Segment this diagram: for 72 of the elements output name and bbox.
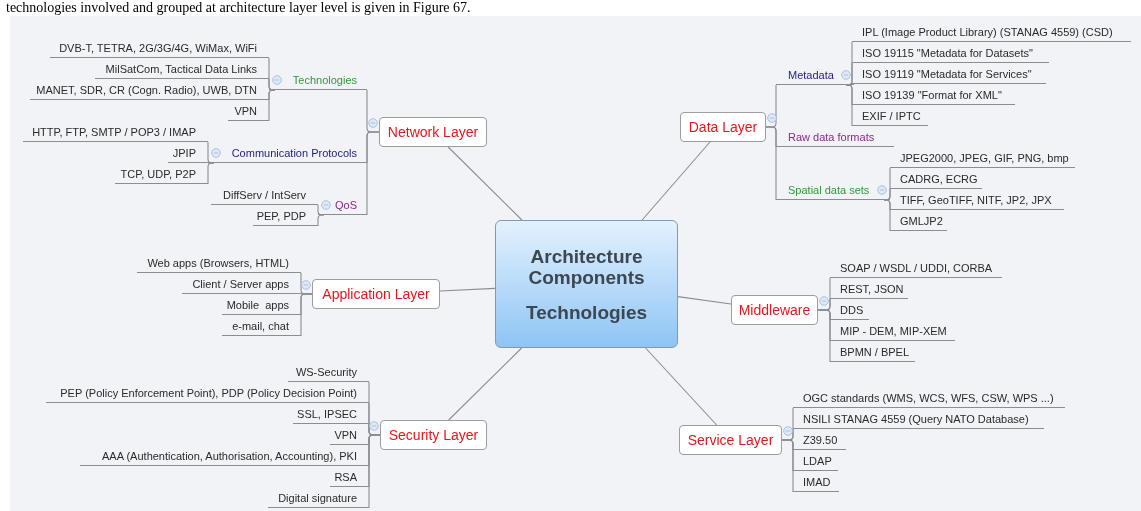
leaf-topic-text: WS-Security [288,362,369,382]
subtopic-label: Metadata [788,67,834,82]
leaf-topic-text: PEP, PDP [252,206,318,226]
leaf-topic-text: MIP - DEM, MIP-XEM [830,321,955,341]
leaf-topic-text: RSA [330,467,369,487]
leaf-topic-text: EXIF / IPTC [852,106,928,126]
leaf-topic-text: CADRG, ECRG [890,169,982,189]
topic-title: Technologies [525,301,648,323]
connector-line [845,84,853,127]
leaf-topic-text: TIFF, GeoTIFF, NITF, JP2, JPX [890,190,1064,210]
leaf-topic-text: ISO 19139 "Format for XML" [852,85,1015,105]
connector-line [368,434,381,509]
leaf-topic-text: JPEG2000, JPEG, GIF, PNG, bmp [890,148,1075,168]
connector-line [817,309,831,363]
layer-box: Application Layer [312,279,440,309]
leaf-topic-text: DDS [830,300,869,320]
leaf-topic-text: Z39.50 [793,430,846,450]
leaf-topic-text: MANET, SDR, CR (Cogn. Radio), UWB, DTN [30,80,269,100]
layer-box: Middleware [731,295,818,325]
leaf-topic-text: e-mail, chat [222,316,301,336]
leaf-topic-text: DVB-T, TETRA, 2G/3G/4G, WiMax, WiFi [50,38,269,58]
connector-line [268,89,276,122]
leaf-topic-text: VPN [228,101,269,121]
leaf-topic-text: SSL, IPSEC [293,404,369,424]
connector-line [317,214,325,227]
leaf-topic-text: SOAP / WSDL / UDDI, CORBA [830,258,1002,278]
connector-line [439,287,496,292]
leaf-topic-text: JPIP [168,143,208,163]
leaf-topic-text: REST, JSON [830,279,908,299]
subtopic-label: QoS [335,197,357,212]
connector-line [781,439,794,493]
leaf-topic-text: Web apps (Browsers, HTML) [137,253,301,273]
leaf-topic-text: MilSatCom, Tactical Data Links [95,59,269,79]
connector-line [300,293,313,337]
central-topic-box [495,220,678,348]
document-text: technologies involved and grouped at architecture layer level is given in Figure 67. [6,0,471,15]
layer-box: Network Layer [379,117,487,147]
leaf-topic-text: ISO 19119 "Metadata for Services" [852,64,1046,84]
leaf-topic-text: AAA (Authentication, Authorisation, Accounting), PKI [80,446,369,466]
leaf-topic-text: TCP, UDP, P2P [115,164,208,184]
subtopic-label: Technologies [292,72,357,87]
connector-line [883,199,891,232]
leaf-topic-text: Digital signature [268,488,369,508]
connector-line [207,162,215,185]
leaf-topic-text: Mobile apps [222,295,301,315]
subtopic-label: Raw data formats [788,129,875,144]
connector-line [677,296,732,305]
leaf-topic-text: OGC standards (WMS, WCS, WFS, CSW, WPS ...) [793,388,1065,408]
leaf-topic-text: NSILI STANAG 4559 (Query NATO Database) [793,409,1044,429]
connector-line [447,146,523,221]
topic-title: Architecture Components [527,245,646,288]
leaf-topic-text: IPL (Image Product Library) (STANAG 4559) (CSD) [852,22,1131,42]
leaf-topic-text: HTTP, FTP, SMTP / POP3 / IMAP [23,122,208,142]
layer-box: Service Layer [679,425,782,455]
layer-box: Data Layer [680,112,766,142]
leaf-topic-text: VPN [330,425,369,445]
leaf-topic-text: GMLJP2 [890,211,947,231]
layer-box: Security Layer [380,420,487,450]
subtopic-label: Spatial data sets [788,182,870,197]
connector-line [645,347,718,426]
leaf-topic-text: BPMN / BPEL [830,342,915,362]
leaf-topic-text: Client / Server apps [182,274,301,294]
leaf-topic-text: LDAP [793,451,838,471]
leaf-topic-text: DiffServ / IntServ [211,185,318,205]
connector-line [366,131,380,216]
subtopic-label: Communication Protocols [231,145,357,160]
leaf-topic-text: IMAD [793,472,839,492]
leaf-topic-text: ISO 19115 "Metadata for Datasets" [852,43,1049,63]
connector-line [765,126,777,201]
connector-line [448,347,523,421]
connector-line [641,141,711,221]
leaf-topic-text: PEP (Policy Enforcement Point), PDP (Policy Decision Point) [46,383,369,403]
